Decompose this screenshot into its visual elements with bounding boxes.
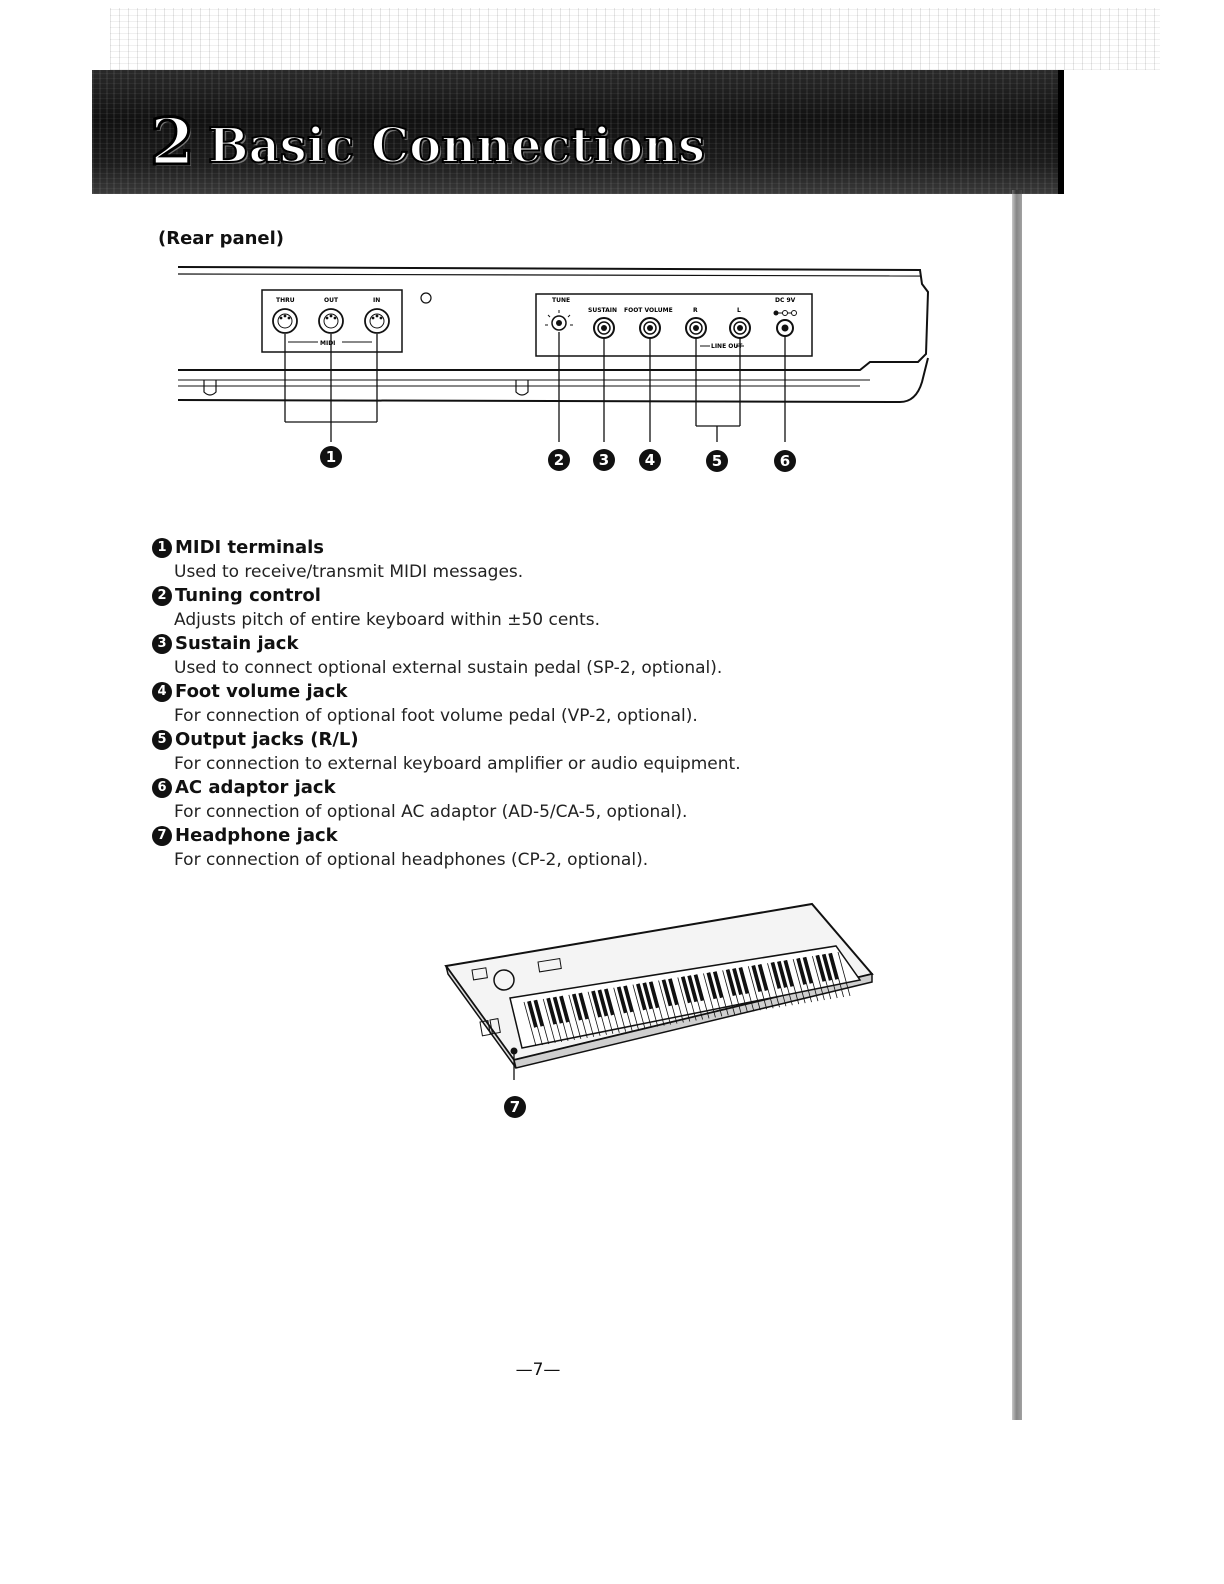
page-number: —7— (515, 1360, 561, 1380)
item-description: Used to connect optional external sustai… (174, 658, 723, 678)
line-out-l-jack (729, 317, 751, 339)
item-number-badge: 4 (152, 682, 172, 702)
midi-out-jack (318, 308, 344, 334)
item-title: Tuning control (175, 585, 321, 606)
tune-knob (545, 310, 573, 331)
item-number-badge: 5 (152, 730, 172, 750)
item-description: For connection of optional foot volume p… (174, 706, 698, 726)
item-number-badge: 3 (152, 634, 172, 654)
item-number-badge: 1 (152, 538, 172, 558)
callout-ac-adaptor-jack: 6 (774, 450, 796, 472)
midi-thru-label: THRU (276, 297, 295, 304)
foot-volume-label: FOOT VOLUME (624, 307, 673, 314)
tune-label: TUNE (552, 297, 570, 304)
section-number: 2 (149, 105, 197, 180)
item-number-badge: 7 (152, 826, 172, 846)
dc-jack (776, 319, 794, 337)
item-number-badge: 6 (152, 778, 172, 798)
sustain-label: SUSTAIN (588, 307, 617, 314)
callout-sustain-jack: 3 (593, 449, 615, 471)
item-title: MIDI terminals (175, 537, 324, 558)
callout-tuning-control: 2 (548, 449, 570, 471)
callout-output-jacks: 5 (706, 450, 728, 472)
line-out-l-label: L (737, 307, 741, 314)
headphone-jack (510, 1047, 518, 1080)
dc-polarity-icon (773, 310, 797, 316)
header-scan-noise (110, 8, 1160, 70)
section-title: Basic Connections (207, 117, 706, 175)
rear-panel-label: (Rear panel) (158, 228, 285, 249)
page-edge-shadow (1012, 190, 1022, 1420)
sustain-jack (593, 317, 615, 339)
callout-foot-volume-jack: 4 (639, 449, 661, 471)
item-title: Output jacks (R/L) (175, 729, 359, 750)
callout-headphone-jack: 7 (504, 1096, 526, 1118)
keyboard-keys (523, 951, 851, 1047)
section-header-band (92, 70, 1064, 194)
midi-out-label: OUT (324, 297, 339, 304)
keyboard-illustration (444, 902, 874, 1080)
item-title: Foot volume jack (175, 681, 348, 702)
item-description: Adjusts pitch of entire keyboard within … (174, 610, 601, 630)
line-out-r-jack (685, 317, 707, 339)
rear-panel-diagram: THRU OUT IN MIDI TUNE SUSTAIN FOOT VOLUM… (177, 266, 930, 442)
line-out-label: LINE OUT (711, 343, 743, 350)
callout-leaders (284, 332, 786, 442)
line-out-r-label: R (693, 307, 698, 314)
midi-thru-jack (272, 308, 298, 334)
midi-in-label: IN (373, 297, 380, 304)
item-description: For connection of optional AC adaptor (A… (174, 802, 688, 822)
item-title: Sustain jack (175, 633, 299, 654)
midi-group-label: MIDI (320, 340, 335, 347)
callout-midi-terminals: 1 (320, 446, 342, 468)
item-description: For connection of optional headphones (C… (174, 850, 649, 870)
item-title: AC adaptor jack (175, 777, 336, 798)
panel-hole (420, 292, 432, 304)
item-description: For connection to external keyboard ampl… (174, 754, 741, 774)
item-title: Headphone jack (175, 825, 338, 846)
dc-label: DC 9V (775, 297, 796, 304)
item-description: Used to receive/transmit MIDI messages. (174, 562, 524, 582)
foot-volume-jack (639, 317, 661, 339)
item-number-badge: 2 (152, 586, 172, 606)
midi-in-jack (364, 308, 390, 334)
